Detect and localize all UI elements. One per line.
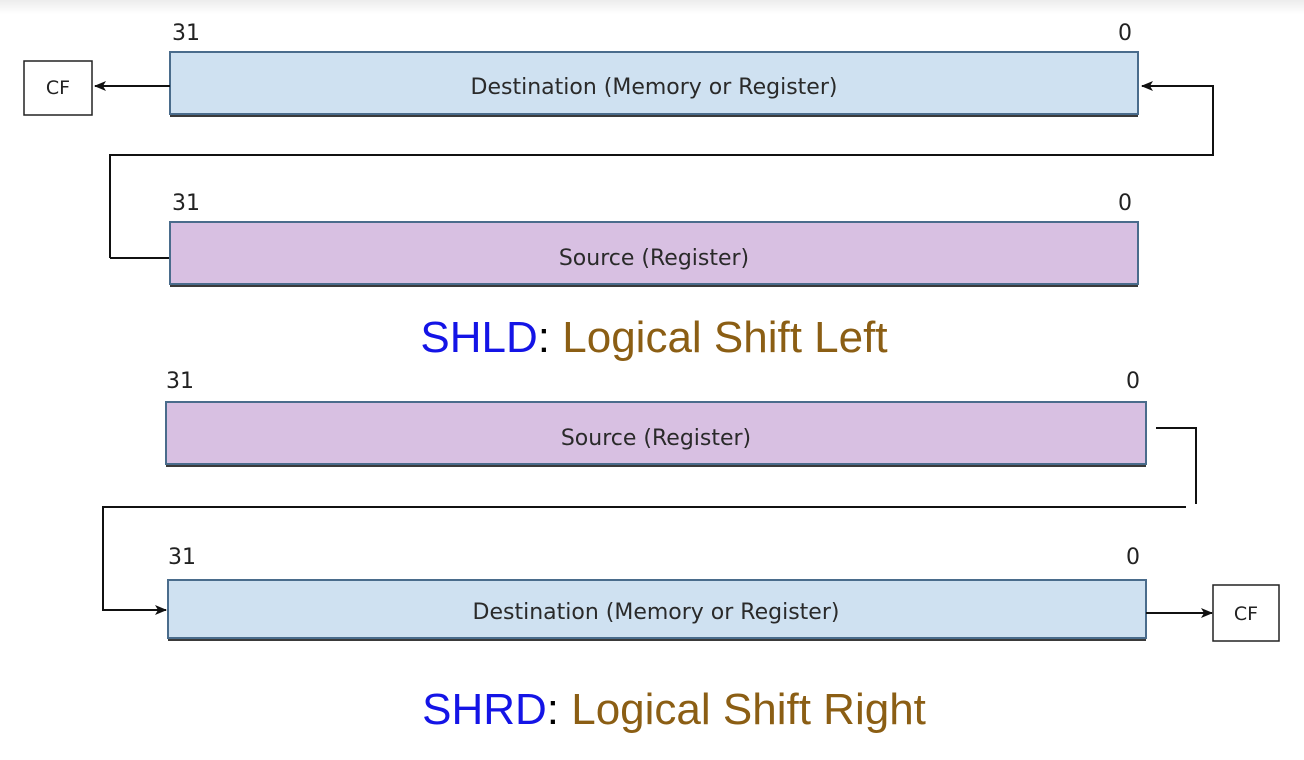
shrd-dest-bit-0: 0 <box>1126 545 1140 570</box>
shld-mnemonic: SHLD <box>420 313 538 362</box>
shld-destination-register <box>169 51 1139 115</box>
shld-destination-label: Destination (Memory or Register) <box>471 75 838 100</box>
shrd-description: Logical Shift Right <box>559 685 926 734</box>
shld-caption: SHLD: Logical Shift Left <box>0 313 1304 363</box>
shld-carry-flag-label: CF <box>46 77 70 99</box>
shld-dest-bit-0: 0 <box>1118 21 1132 46</box>
shld-diagram: 31 0 Destination (Memory or Register) CF… <box>23 21 1214 287</box>
shrd-caption: SHRD: Logical Shift Right <box>0 685 1304 735</box>
shrd-carry-flag-box <box>1212 584 1280 642</box>
shld-source-register <box>169 221 1139 285</box>
shrd-src-bit-0: 0 <box>1126 369 1140 394</box>
shrd-feed-return <box>102 506 1186 615</box>
shrd-caption-separator: : <box>546 685 560 734</box>
shrd-mnemonic: SHRD <box>422 685 547 734</box>
shrd-source-register <box>165 401 1147 465</box>
shld-description: Logical Shift Left <box>550 313 888 362</box>
shrd-destination-register <box>167 579 1147 639</box>
shrd-feed-line <box>1156 427 1197 504</box>
shld-carry-flag-box <box>23 60 93 116</box>
shrd-src-bit-31: 31 <box>166 369 194 394</box>
shrd-dest-bit-31: 31 <box>168 545 196 570</box>
shld-src-bit-0: 0 <box>1118 191 1132 216</box>
shld-dest-bit-31: 31 <box>172 21 200 46</box>
shld-source-label: Source (Register) <box>559 246 749 271</box>
shrd-destination-label: Destination (Memory or Register) <box>473 600 840 625</box>
shrd-source-label: Source (Register) <box>561 426 751 451</box>
shld-src-bit-31: 31 <box>172 191 200 216</box>
shld-caption-separator: : <box>537 313 551 362</box>
shld-feed-line <box>109 81 1214 258</box>
top-shadow <box>0 0 1304 14</box>
shrd-carry-flag-label: CF <box>1234 603 1258 625</box>
shrd-diagram: 31 0 Source (Register) 31 0 Destination … <box>102 369 1280 642</box>
